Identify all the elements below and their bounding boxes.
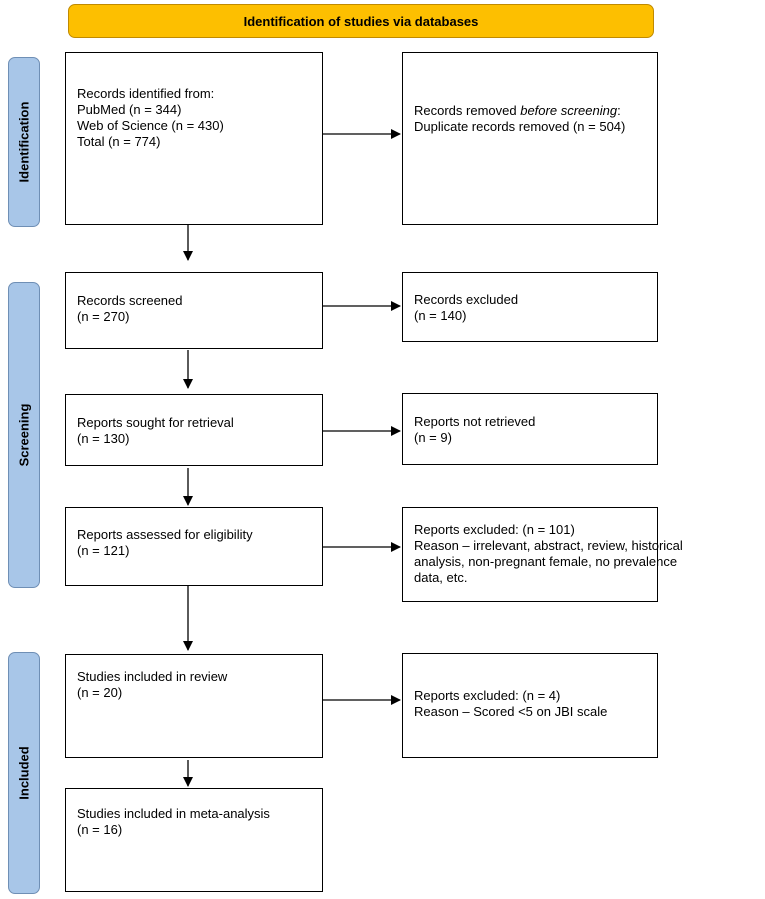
reports-excluded-eligibility-reason-3: data, etc. <box>414 570 468 585</box>
diagram-header: Identification of studies via databases <box>68 4 654 38</box>
box-reports-sought: Reports sought for retrieval (n = 130) <box>65 394 323 466</box>
records-excluded-label: Records excluded <box>414 292 519 307</box>
records-excluded-count: (n = 140) <box>414 308 467 323</box>
studies-meta-count: (n = 16) <box>77 822 123 837</box>
reports-assessed-label: Reports assessed for eligibility <box>77 527 253 542</box>
reports-excluded-eligibility-count: Reports excluded: (n = 101) <box>414 522 575 537</box>
records-removed-line1: Records removed before screening: <box>414 103 621 118</box>
reports-excluded-jbi-reason: Reason – Scored <5 on JBI scale <box>414 704 608 719</box>
reports-sought-label: Reports sought for retrieval <box>77 415 234 430</box>
box-studies-meta: Studies included in meta-analysis (n = 1… <box>65 788 323 892</box>
records-identified-wos: Web of Science (n = 430) <box>77 118 224 133</box>
records-screened-label: Records screened <box>77 293 183 308</box>
reports-excluded-eligibility-reason-1: Reason – irrelevant, abstract, review, h… <box>414 538 683 553</box>
box-records-excluded: Records excluded (n = 140) <box>402 272 658 342</box>
reports-not-retrieved-count: (n = 9) <box>414 430 452 445</box>
box-reports-excluded-eligibility: Reports excluded: (n = 101) Reason – irr… <box>402 507 683 602</box>
reports-sought-count: (n = 130) <box>77 431 130 446</box>
box-reports-not-retrieved: Reports not retrieved (n = 9) <box>402 393 658 465</box>
records-removed-duplicates: Duplicate records removed (n = 504) <box>414 119 626 134</box>
records-identified-line1: Records identified from: <box>77 86 215 101</box>
reports-excluded-jbi-count: Reports excluded: (n = 4) <box>414 688 561 703</box>
box-records-removed: Records removed before screening: Duplic… <box>402 52 658 225</box>
records-identified-total: Total (n = 774) <box>77 134 161 149</box>
studies-meta-label: Studies included in meta-analysis <box>77 806 270 821</box>
phase-screening: Screening <box>8 282 40 588</box>
studies-review-label: Studies included in review <box>77 669 228 684</box>
box-reports-excluded-jbi: Reports excluded: (n = 4) Reason – Score… <box>402 653 658 758</box>
box-studies-review: Studies included in review (n = 20) <box>65 654 323 758</box>
reports-excluded-eligibility-reason-2: analysis, non-pregnant female, no preval… <box>414 554 678 569</box>
reports-assessed-count: (n = 121) <box>77 543 130 558</box>
box-reports-assessed: Reports assessed for eligibility (n = 12… <box>65 507 323 586</box>
records-identified-pubmed: PubMed (n = 344) <box>77 102 182 117</box>
phase-identification: Identification <box>8 57 40 227</box>
box-records-screened: Records screened (n = 270) <box>65 272 323 349</box>
reports-not-retrieved-label: Reports not retrieved <box>414 414 536 429</box>
studies-review-count: (n = 20) <box>77 685 123 700</box>
header-title: Identification of studies via databases <box>243 13 479 29</box>
records-screened-count: (n = 270) <box>77 309 130 324</box>
phase-included: Included <box>8 652 40 894</box>
box-records-identified: Records identified from: PubMed (n = 344… <box>65 52 323 225</box>
